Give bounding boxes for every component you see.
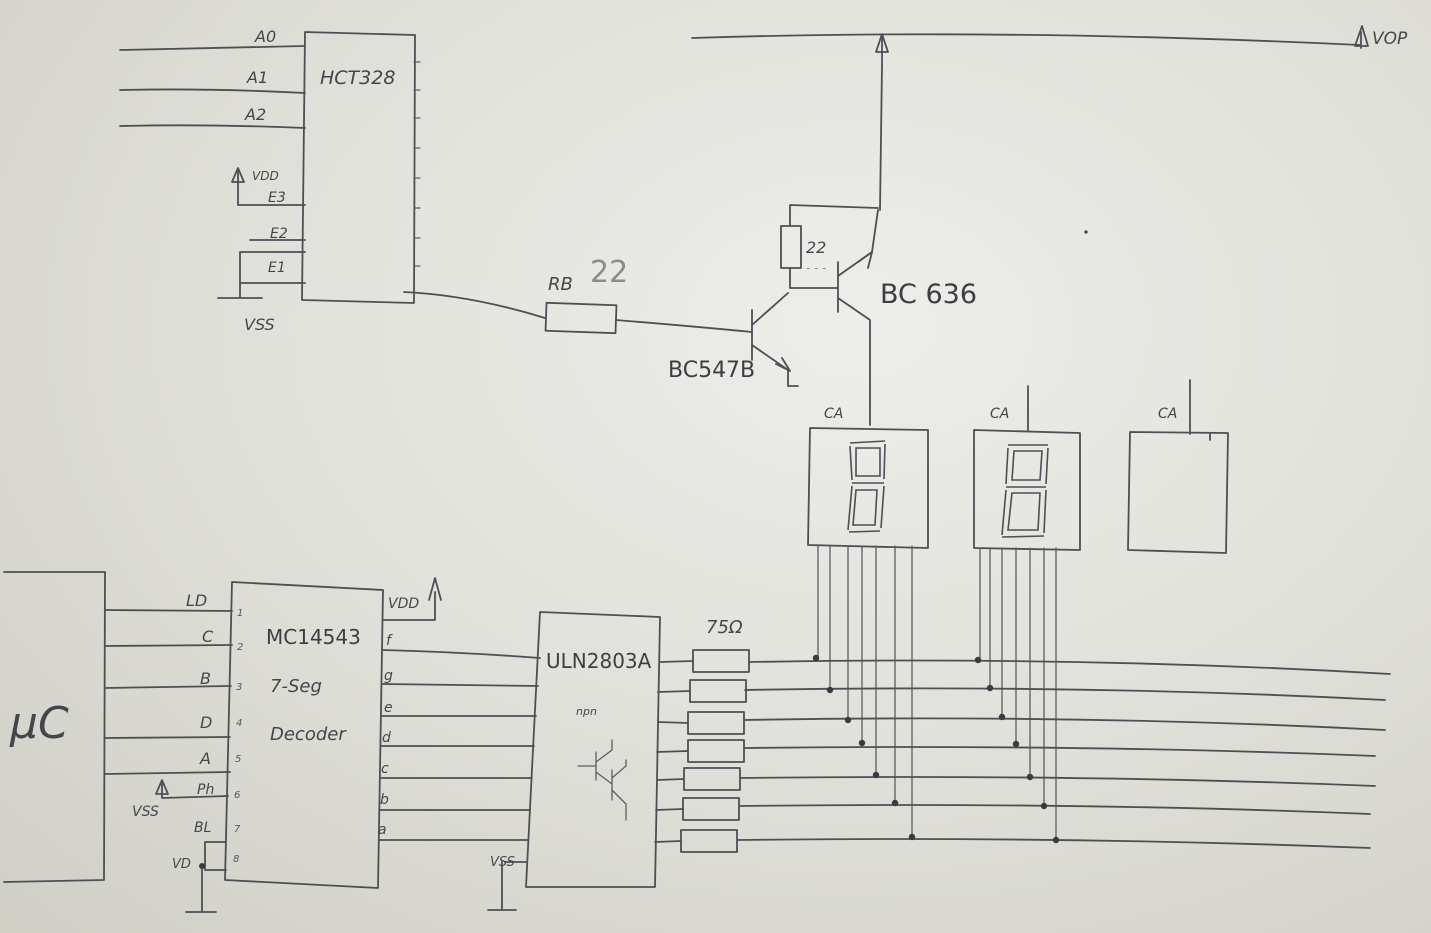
vop-supply-arrow-icon [1354,25,1369,47]
svg-text:1: 1 [237,608,243,619]
resistor-value-label: 75Ω [706,617,743,638]
addr-a0-label: A0 [254,27,276,46]
microcontroller-block: µC [3,571,106,883]
ca-3-label: CA [1158,406,1177,422]
vdd-supply-arrow-icon [231,167,245,183]
hct328-label: HCT328 [320,67,395,89]
vdd-bl-label: VD [172,857,191,872]
vop-supply-rail: VOP [691,25,1408,211]
r22-label: 22 [806,238,826,257]
vss-dec-label: VSS [132,804,159,820]
svg-text:5: 5 [235,754,241,765]
segment-bus [737,654,1391,849]
ca-2-label: CA [990,406,1009,422]
bc547-label: BC547B [668,358,755,383]
uc-label: µC [9,698,69,749]
bc547-transistor-icon: BC547B [668,292,799,387]
pin-a-label: A [199,749,211,768]
svg-text:6: 6 [234,790,240,801]
addr-a2-label: A2 [244,105,266,124]
uln2803a-chip: ULN2803A npn VSS [487,611,694,911]
ca-1-label: CA [824,406,843,422]
address-lines: A0 A1 A2 [119,27,306,129]
decoder-output-pins: f g e d c b a [378,633,541,841]
display-3: CA [1127,379,1229,554]
out-e-label: e [384,700,393,716]
out-a-label: a [378,822,387,838]
seven-segment-display-icon [847,440,886,533]
r22-resistor: 22 - - - [780,204,879,289]
display-2-pins [979,547,1057,841]
mc14543-label: MC14543 [266,625,361,649]
rb-label: RB [548,274,573,295]
rb-resistor: RB 22 [544,255,753,335]
decoder-vdd: VDD [382,577,442,621]
out-d-label: d [382,730,391,746]
svg-text:4: 4 [236,718,242,729]
seven-segment-display-icon [1001,444,1049,538]
vss-top-label: VSS [244,315,275,334]
resistor-array: 75Ω [680,617,750,853]
bc636-transistor-icon: BC 636 [837,209,977,426]
pin-c-label: C [202,627,214,646]
pin-d-label: D [200,713,212,732]
out-b-label: b [380,792,389,808]
bc636-label: BC 636 [880,279,977,310]
svg-text:8: 8 [233,854,239,865]
driver-npn-label: npn [576,705,597,718]
vdd-top-label: VDD [252,169,279,183]
enable-e1-label: E1 [268,260,286,276]
addr-a1-label: A1 [246,68,268,87]
svg-text:7: 7 [234,824,241,835]
uln2803a-label: ULN2803A [546,649,652,673]
decoder-sub1-label: 7-Seg [270,676,322,697]
vss-driver-label: VSS [490,855,515,870]
pin-bl-label: BL [194,820,211,836]
mux-output-wire [403,291,546,319]
enable-e3-label: E3 [268,190,286,206]
decoder-input-pins: LD C B D A Ph VSS BL VD [104,591,233,913]
mc14543-chip: MC14543 7-Seg Decoder 1 2 3 4 5 6 7 8 [224,581,384,889]
display-2: CA [973,385,1081,551]
enable-pins: VDD E3 E2 E1 VSS [217,167,306,334]
svg-text:2: 2 [237,642,243,653]
out-g-label: g [384,668,393,684]
pin-ph-label: Ph [197,782,214,798]
vop-label: VOP [1372,29,1408,49]
out-c-label: c [381,761,389,777]
svg-text:3: 3 [236,682,242,693]
enable-e2-label: E2 [270,226,288,242]
display-1: CA [807,406,929,549]
darlington-transistor-icon [577,739,627,821]
rb-value-label: 22 [590,255,628,290]
r22-dots: - - - [806,261,827,275]
out-f-label: f [386,633,393,649]
pin-b-label: B [200,669,211,688]
decoder-sub2-label: Decoder [270,724,347,745]
pin-ld-label: LD [186,591,207,610]
hct328-chip: HCT328 [301,31,421,304]
vdd-dec-label: VDD [388,596,419,612]
